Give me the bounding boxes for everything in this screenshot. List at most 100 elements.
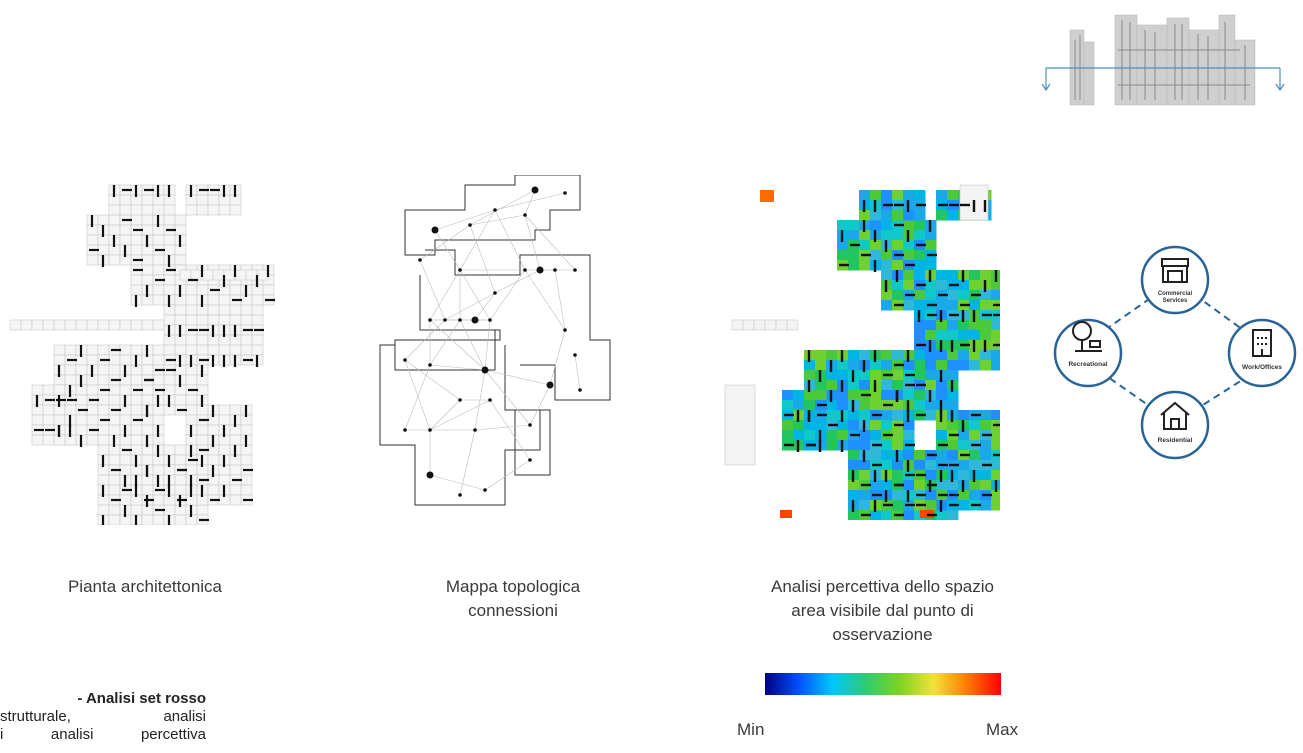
heatmap-cell xyxy=(859,350,871,361)
work-label: Work/Offices xyxy=(1242,364,1282,371)
plan-room-cell xyxy=(108,514,121,525)
heatmap-cell xyxy=(782,430,794,441)
plan-room-cell xyxy=(108,504,121,516)
plan-room-cell xyxy=(75,424,88,436)
heatmap-cell xyxy=(892,370,904,381)
heatmap-cell xyxy=(903,210,915,221)
topology-node xyxy=(458,493,462,497)
tree-bench-icon xyxy=(1072,321,1102,352)
plan-room-cell xyxy=(97,424,110,436)
heatmap-cell xyxy=(958,410,970,421)
heatmap-cell xyxy=(936,420,948,431)
plan-room-cell xyxy=(185,204,198,216)
heatmap-cell xyxy=(892,430,904,441)
heatmap-cell xyxy=(947,210,959,221)
topology-edge xyxy=(489,269,526,321)
heatmap-cell xyxy=(859,400,871,411)
heatmap-unseen-cell xyxy=(753,319,766,331)
plan-room-cell xyxy=(97,244,110,256)
topology-node xyxy=(403,428,407,432)
topology-node xyxy=(481,366,489,374)
plan-corridor-cell xyxy=(9,319,22,331)
plan-room-cell xyxy=(251,334,264,346)
plan-room-cell xyxy=(207,424,220,436)
plan-room-cell xyxy=(229,494,242,506)
plan-room-cell xyxy=(163,504,176,516)
heatmap-cell xyxy=(903,270,915,281)
heatmap-cell xyxy=(903,240,915,251)
topology-edge xyxy=(429,269,461,321)
heatmap-cell xyxy=(881,380,893,391)
heatmap-cell xyxy=(914,270,926,281)
plan-room-cell xyxy=(86,414,99,426)
plan-room-cell xyxy=(207,304,220,316)
topology-edge xyxy=(484,459,531,491)
plan-room-cell xyxy=(152,204,165,216)
heatmap-walls xyxy=(784,200,1000,517)
plan-room-cell xyxy=(75,364,88,376)
plan-room-cell xyxy=(229,404,242,416)
plan-room-cell xyxy=(141,264,154,276)
plan-room-cell xyxy=(119,494,132,506)
heatmap-cell xyxy=(892,400,904,411)
plan-room-cell xyxy=(240,304,253,316)
heatmap-cell xyxy=(881,350,893,361)
heatmap-cell xyxy=(980,270,992,281)
heatmap-cell xyxy=(947,510,959,520)
heatmap-cell xyxy=(870,360,882,371)
heatmap-cell xyxy=(903,250,915,261)
plan-room-cell xyxy=(207,194,220,206)
heatmap-cell xyxy=(980,440,992,451)
plan-corridor-cell xyxy=(190,269,203,281)
heatmap-cell xyxy=(804,400,816,411)
topology-edge xyxy=(459,269,491,321)
plan-room-cell xyxy=(86,344,99,356)
heatmap-cell xyxy=(914,230,926,241)
heatmap-cell xyxy=(870,430,882,441)
topology-node xyxy=(528,458,532,462)
plan-corridor-cell xyxy=(212,269,225,281)
heatmap-cell xyxy=(936,320,948,331)
heatmap-cell xyxy=(980,420,992,431)
heatmap-cell xyxy=(793,390,805,401)
plan-room-cell xyxy=(97,474,110,486)
plan-room-cell xyxy=(185,294,198,306)
heatmap-unseen-cell xyxy=(786,319,799,331)
heatmap-cell xyxy=(837,240,849,251)
plan-room-cell xyxy=(218,414,231,426)
plan-corridor-cell xyxy=(75,319,88,331)
plan-room-cell xyxy=(130,244,143,256)
heatmap-cell xyxy=(914,320,926,331)
plan-room-cell xyxy=(141,274,154,286)
plan-room-cell xyxy=(141,224,154,236)
outline-part xyxy=(394,275,501,371)
topology-nodes xyxy=(403,186,582,497)
topology-edge xyxy=(429,399,461,431)
topology-edge xyxy=(484,319,491,371)
heatmap-cell xyxy=(815,380,827,391)
plan-room-cell xyxy=(218,314,231,326)
heatmap-cell xyxy=(881,480,893,491)
heatmap-unseen-cell xyxy=(764,319,777,331)
heatmap-cell xyxy=(892,350,904,361)
heatmap-cell xyxy=(848,260,860,271)
plan-room-cell xyxy=(75,394,88,406)
plan-corridor-cell xyxy=(256,269,269,281)
heatmap-cell xyxy=(947,420,959,431)
plan-room-cell xyxy=(97,394,110,406)
topology-edge xyxy=(404,364,431,431)
heatmap-cell xyxy=(980,330,992,341)
heatmap-cell xyxy=(969,430,981,441)
topology-node xyxy=(473,428,477,432)
heatmap-cell xyxy=(859,460,871,471)
heatmap-cell xyxy=(969,330,981,341)
plan-corridor-cell xyxy=(97,319,110,331)
plan-room-cell xyxy=(174,454,187,466)
plan-room-cell xyxy=(229,434,242,446)
plan-room-cell xyxy=(163,344,176,356)
heatmap-cell xyxy=(892,410,904,421)
heatmap-cell xyxy=(969,320,981,331)
heatmap-cell xyxy=(837,370,849,381)
side-description-line-1: strutturale, analisi xyxy=(0,708,206,725)
heatmap-cell xyxy=(991,460,1000,471)
